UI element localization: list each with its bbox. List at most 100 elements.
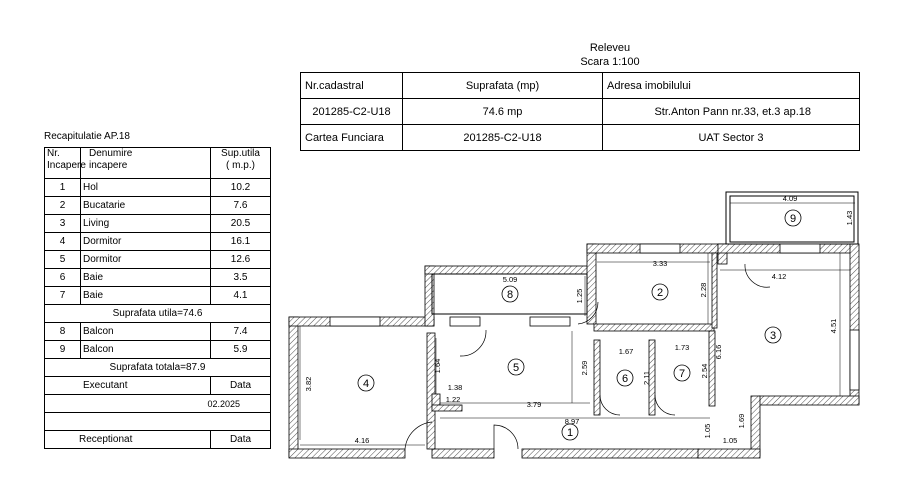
recap-header-name-line2: incapere <box>89 160 128 171</box>
wall <box>648 339 656 416</box>
dimension-labels: 4.09 1.43 3.33 4.12 5.09 1.25 2.28 4.51 … <box>304 194 854 445</box>
dim-label: 4.51 <box>829 319 838 334</box>
uat-sector: UAT Sector 3 <box>602 124 860 151</box>
cadastral-number: 201285-C2-U18 <box>300 98 403 125</box>
window <box>329 316 381 327</box>
dim-label: 2.54 <box>700 364 709 379</box>
recap-header-name-line1: Denumire <box>89 148 133 159</box>
room-circle <box>764 326 782 344</box>
recap-header-area-line2: ( m.p.) <box>226 160 255 171</box>
dim-label: 3.33 <box>653 259 668 268</box>
wall <box>431 448 495 459</box>
dim-label: 5.09 <box>503 275 518 284</box>
dim-label: 2.11 <box>642 371 651 385</box>
room-numbers: 1 2 3 4 5 6 7 8 9 <box>363 213 796 439</box>
dim-label: 1.43 <box>845 211 854 226</box>
wall <box>521 448 700 459</box>
receptionat-data-label: Data <box>210 430 271 449</box>
wall <box>288 316 299 458</box>
recap-header-nr-line1: Nr. <box>47 148 60 159</box>
door <box>654 394 676 416</box>
room-number-5: 5 <box>513 362 519 374</box>
dim-label: 1.05 <box>703 424 712 439</box>
window <box>449 316 481 327</box>
dim-label: 2.59 <box>580 361 589 376</box>
cadastral-row: 201285-C2-U18 74.6 mp Str.Anton Pann nr.… <box>300 98 860 125</box>
wall <box>697 448 761 459</box>
dim-label: 4.16 <box>355 436 370 445</box>
wall <box>424 265 435 327</box>
window <box>529 316 571 327</box>
balcony-outlines <box>431 191 859 315</box>
room-number-8: 8 <box>507 289 513 301</box>
land-book-label: Cartea Funciara <box>300 124 403 151</box>
balcony-8-outline <box>431 273 588 315</box>
dim-label: 1.25 <box>575 289 584 304</box>
room-number-9: 9 <box>790 213 796 225</box>
dim-label: 1.73 <box>675 343 690 352</box>
balcony-9-inner <box>729 195 855 243</box>
dim-label: 3.79 <box>527 400 542 409</box>
wall <box>426 332 436 450</box>
wall <box>288 448 406 459</box>
room-circle <box>784 209 802 227</box>
recap-header-nr: Nr. Incapere <box>44 147 86 179</box>
room-circle <box>507 358 525 376</box>
room-area: 5.9 <box>210 340 271 359</box>
door <box>599 394 621 416</box>
room-number-6: 6 <box>622 373 628 385</box>
cadastral-address: Str.Anton Pann nr.33, et.3 ap.18 <box>602 98 860 125</box>
cadastral-row: Cartea Funciara 201285-C2-U18 UAT Sector… <box>300 124 860 151</box>
room-number-7: 7 <box>679 368 685 380</box>
cadastral-area: 74.6 mp <box>402 98 603 125</box>
dimension-lines <box>299 202 855 446</box>
door <box>744 263 771 288</box>
window <box>779 243 821 254</box>
recap-header-nr-line2: Incapere <box>47 160 86 171</box>
dim-label: 1.67 <box>619 347 634 356</box>
dim-label: 1.05 <box>723 436 738 445</box>
window <box>849 329 860 391</box>
room-number-3: 3 <box>770 330 776 342</box>
wall <box>758 395 860 406</box>
recap-header-area-line1: Sup.utila <box>221 148 260 159</box>
recap-header-name: Denumire incapere <box>80 147 211 179</box>
dim-label: 3.82 <box>304 377 313 392</box>
recap-header-area: Sup.utila ( m.p.) <box>210 147 271 179</box>
dim-label: 2.28 <box>699 283 708 298</box>
dim-label: 6.16 <box>714 345 723 360</box>
door <box>493 424 519 450</box>
drawing-title: Releveu <box>589 42 631 54</box>
dim-label: 1.69 <box>737 414 746 429</box>
windows <box>329 243 860 391</box>
recap-table: Nr. Incapere Denumire incapere Sup.utila… <box>44 147 271 449</box>
window <box>639 243 681 254</box>
wall <box>431 404 463 412</box>
recap-title: Recapitulatie AP.18 <box>44 131 130 142</box>
room-circle <box>561 423 579 441</box>
cadastral-table: Nr.cadastral Suprafata (mp) Adresa imobi… <box>300 72 860 151</box>
door <box>459 329 487 357</box>
cadastral-header-nr: Nr.cadastral <box>300 72 403 99</box>
wall <box>750 395 761 457</box>
room-circle <box>651 283 669 301</box>
room-circle <box>357 374 375 392</box>
dim-label: 1.22 <box>446 395 461 404</box>
dim-label: 1.38 <box>448 383 463 392</box>
dim-label: 1.64 <box>433 359 442 374</box>
door <box>577 301 599 325</box>
wall <box>593 323 715 332</box>
doors <box>404 263 771 450</box>
room-number-2: 2 <box>657 287 663 299</box>
room-number-1: 1 <box>567 427 573 439</box>
room-circle <box>673 364 691 382</box>
wall <box>424 265 596 275</box>
room-circle <box>501 285 519 303</box>
room-circles <box>357 209 802 441</box>
wall <box>711 252 718 329</box>
receptionat-row: Receptionat Data <box>44 430 271 449</box>
